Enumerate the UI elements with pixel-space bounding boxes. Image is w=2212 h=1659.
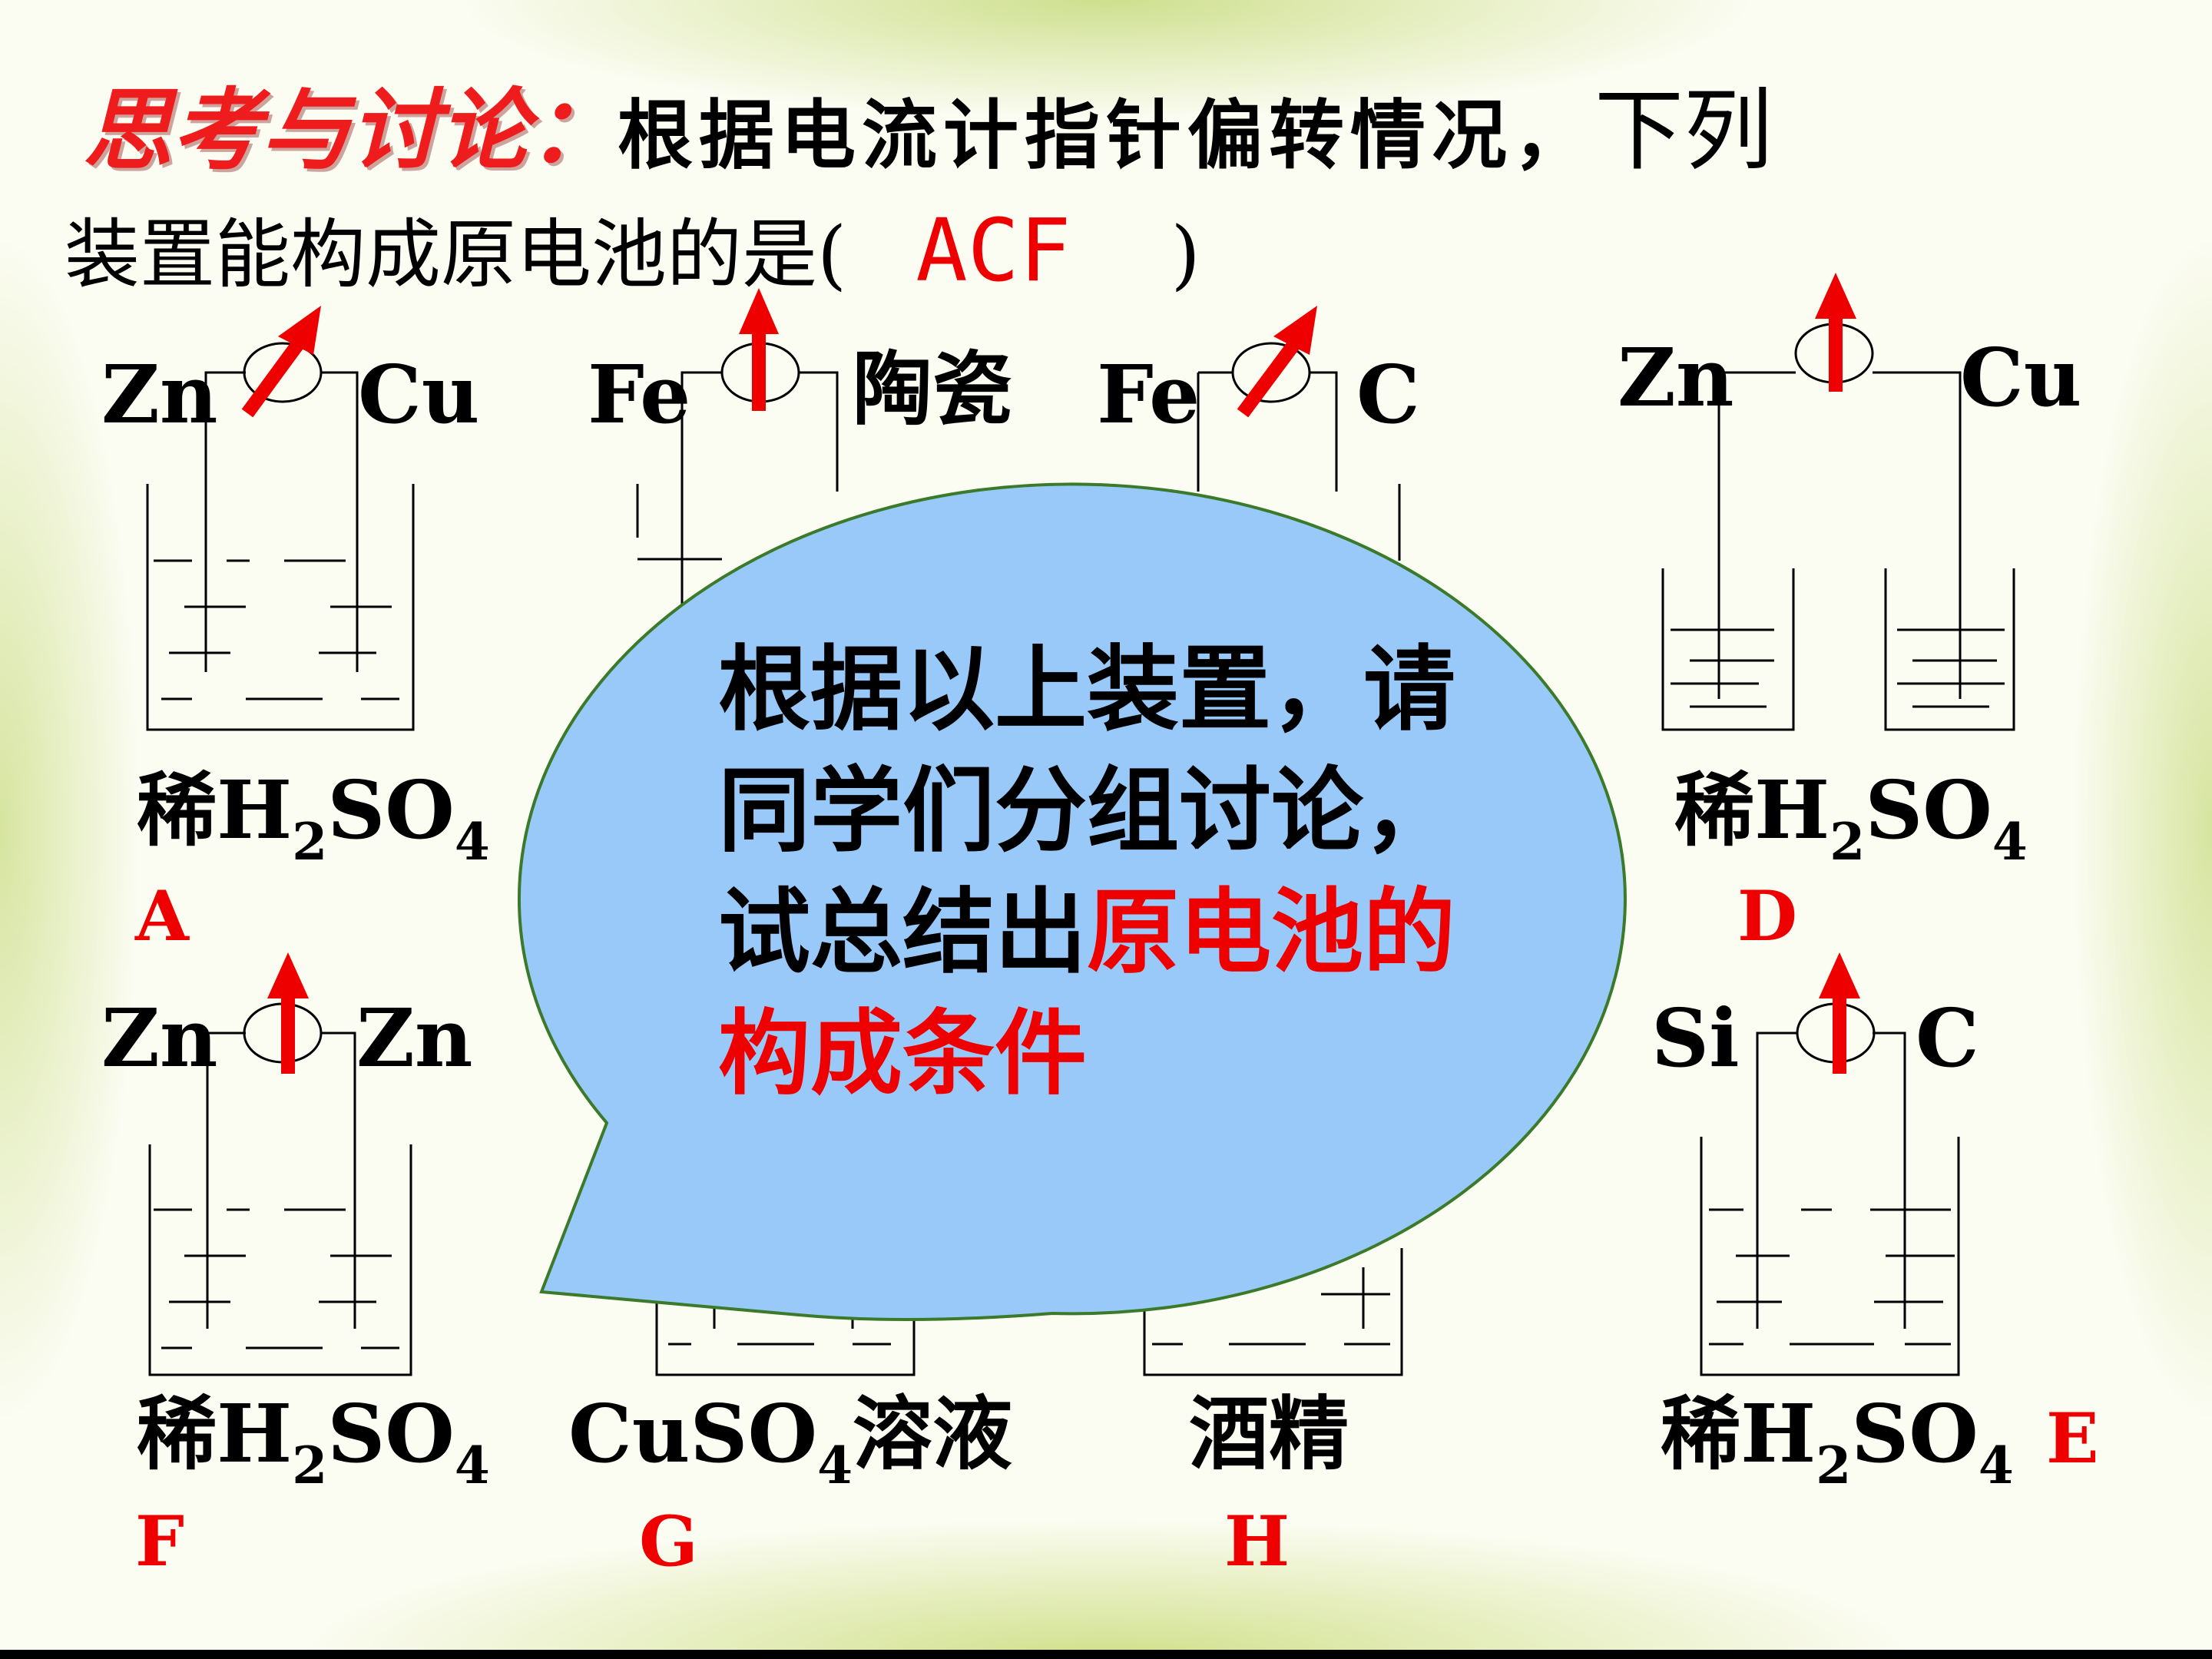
- electrode-label-e-left: Si: [1651, 991, 1740, 1085]
- question-line-2: 装置能构成原电池的是( ACF): [65, 201, 1200, 305]
- galvanometer-icon: [243, 342, 323, 403]
- device-letter-e: E: [2046, 1398, 2099, 1479]
- solution-label-e: 稀H2SO4: [1661, 1386, 2014, 1495]
- electrode-label-d-right: Cu: [1960, 330, 2082, 425]
- solution-label-f: 稀H2SO4: [137, 1386, 490, 1495]
- solution-label-g: CuSO4溶液: [568, 1386, 1013, 1495]
- bubble-text-black: 根据以上装置，请同学们分组讨论，试总结出: [718, 637, 1455, 986]
- electrode-label-f-left: Zn: [101, 991, 218, 1085]
- apparatus-b: [636, 342, 839, 672]
- electrode-label-e-right: C: [1916, 991, 1979, 1085]
- needle-arrow-icon: [1815, 273, 1856, 392]
- beaker-icon: [1661, 568, 1795, 731]
- question-rest: 下列: [1594, 79, 1773, 183]
- apparatus-a: [146, 342, 415, 731]
- bubble-text-red: 原电池的构成条件: [718, 879, 1455, 1108]
- solution-label-d: 稀H2SO4: [1674, 763, 2028, 872]
- electrode-label-c-left: Fe: [1097, 347, 1200, 442]
- question-line-1: 思考与讨论：根据电流计指针偏转情况，下列: [83, 77, 1773, 190]
- beaker-icon: [1884, 568, 2015, 731]
- apparatus-e: [1700, 1002, 1960, 1376]
- electrode-label-f-right: Zn: [356, 991, 473, 1085]
- device-letter-h: H: [1224, 1501, 1290, 1582]
- galvanometer-icon: [1231, 342, 1311, 403]
- electrode-label-c-right: C: [1356, 347, 1420, 442]
- device-letter-a: A: [135, 876, 189, 957]
- beaker-icon: [146, 484, 415, 731]
- electrode-label-a-left: Zn: [101, 347, 218, 442]
- bottom-bar: [0, 1650, 2212, 1659]
- needle-arrow-icon: [1819, 952, 1860, 1074]
- device-letter-d: D: [1737, 876, 1798, 957]
- solution-label-h: 酒精: [1189, 1386, 1349, 1481]
- solution-label-a: 稀H2SO4: [137, 763, 490, 872]
- electrode-label-b-right: 陶瓷: [853, 342, 1013, 436]
- needle-arrow-icon: [267, 952, 309, 1074]
- needle-arrow-icon: [739, 288, 779, 411]
- beaker-icon: [1700, 1137, 1960, 1376]
- question-line2-suffix: ): [1171, 211, 1200, 299]
- apparatus-c: [1197, 342, 1401, 561]
- electrode-label-d-left: Zn: [1618, 330, 1734, 425]
- question-label: 思考与讨论：: [83, 78, 618, 183]
- beaker-icon: [148, 1144, 412, 1376]
- question-description: 根据电流计指针偏转情况，: [618, 91, 1595, 180]
- needle-arrow-icon: [241, 306, 321, 418]
- device-letter-g: G: [639, 1501, 698, 1582]
- electrode-label-b-left: Fe: [588, 347, 691, 442]
- answer-text: ACF: [916, 201, 1071, 301]
- electrode-label-a-right: Cu: [358, 347, 480, 442]
- device-letter-f: F: [135, 1501, 184, 1582]
- question-line2-prefix: 装置能构成原电池的是(: [65, 211, 847, 299]
- needle-arrow-icon: [1237, 306, 1317, 418]
- bubble-text: 根据以上装置，请同学们分组讨论，试总结出原电池的构成条件: [718, 630, 1486, 1115]
